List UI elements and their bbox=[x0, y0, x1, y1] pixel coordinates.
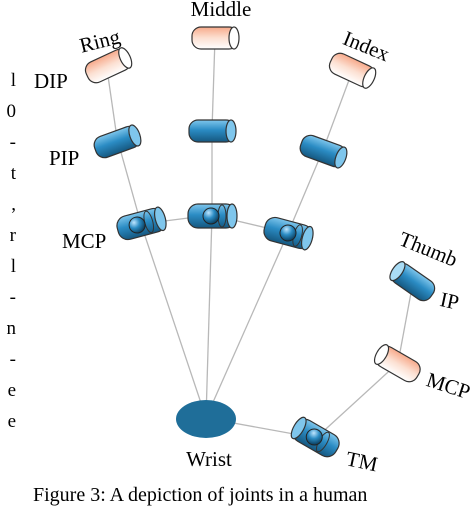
label-middle: Middle bbox=[191, 0, 252, 21]
index-pip-joint bbox=[299, 134, 348, 169]
middle-dip-joint bbox=[191, 26, 240, 50]
ring-pip-joint bbox=[93, 124, 142, 159]
margin-char: l bbox=[10, 70, 16, 91]
thumb-mcp-joint bbox=[373, 344, 421, 383]
index-dip-joint bbox=[328, 52, 377, 89]
link-index-dip-pip bbox=[322, 71, 353, 151]
thumb-tm-joint bbox=[290, 416, 340, 458]
skeleton-links bbox=[107, 37, 414, 439]
thumb-ip-joint bbox=[389, 261, 436, 302]
link-wrist-index bbox=[205, 232, 289, 419]
label-dip: DIP bbox=[34, 69, 68, 93]
wrist-node bbox=[176, 400, 236, 438]
margin-char: r bbox=[9, 225, 16, 246]
margin-char: , bbox=[11, 194, 16, 215]
margin-char: e bbox=[7, 411, 16, 432]
margin-char: - bbox=[9, 287, 16, 308]
figure-caption: Figure 3: A depiction of joints in a hum… bbox=[33, 484, 368, 506]
link-wrist-ring bbox=[140, 223, 207, 419]
margin-char: l bbox=[10, 256, 16, 277]
link-index-pip-mcp bbox=[287, 149, 324, 234]
margin-char: - bbox=[9, 132, 16, 153]
link-ring-dip-pip bbox=[107, 75, 118, 139]
link-mcp-ip bbox=[397, 281, 414, 364]
link-wrist-middle bbox=[205, 214, 213, 419]
margin-char: - bbox=[9, 349, 16, 370]
margin-char: n bbox=[6, 318, 17, 339]
label-pip: PIP bbox=[49, 146, 79, 170]
label-mcp: MCP bbox=[62, 229, 106, 253]
link-middle-dip-pip bbox=[211, 37, 216, 131]
margin-char: e bbox=[7, 380, 16, 401]
label-tm: TM bbox=[344, 446, 380, 476]
label-mcp-thumb: MCP bbox=[424, 367, 472, 404]
margin-char: 0 bbox=[6, 101, 17, 122]
label-ip: IP bbox=[438, 287, 461, 314]
ring-mcp-joint bbox=[116, 206, 167, 241]
index-mcp-joint bbox=[263, 216, 314, 251]
link-tm-mcp bbox=[315, 362, 399, 439]
margin-char: t bbox=[10, 163, 16, 184]
label-wrist: Wrist bbox=[186, 447, 232, 471]
middle-pip-joint bbox=[188, 119, 237, 143]
ring-dip-joint bbox=[84, 47, 133, 84]
middle-mcp-joint bbox=[187, 203, 238, 229]
